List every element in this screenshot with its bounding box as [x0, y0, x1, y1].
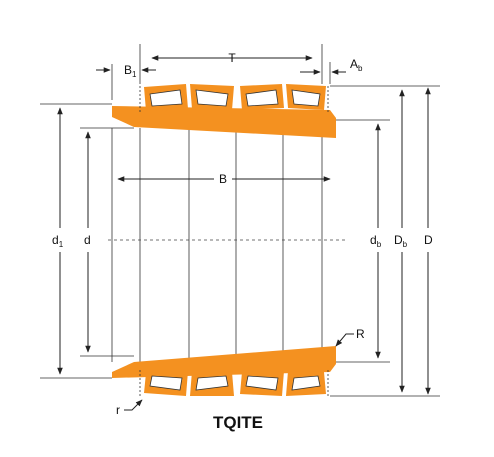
label-r: r [116, 403, 120, 417]
label-d1: d1 [52, 233, 64, 249]
diagram-title: TQITE [213, 413, 263, 432]
label-B: B [219, 172, 227, 186]
label-d: d [84, 233, 91, 247]
label-D: D [424, 233, 433, 247]
label-B1: B1 [124, 63, 137, 79]
label-Ab: Ab [350, 57, 363, 73]
label-T: T [228, 51, 236, 65]
bottom-inner-ring [112, 346, 336, 378]
top-roller-row [139, 84, 329, 112]
callout-r [124, 399, 143, 411]
label-R: R [356, 327, 365, 341]
label-Db: Db [394, 233, 408, 249]
label-db: db [370, 233, 382, 249]
callout-R [335, 333, 354, 347]
top-inner-ring [112, 106, 336, 138]
bottom-roller-row [139, 370, 329, 398]
